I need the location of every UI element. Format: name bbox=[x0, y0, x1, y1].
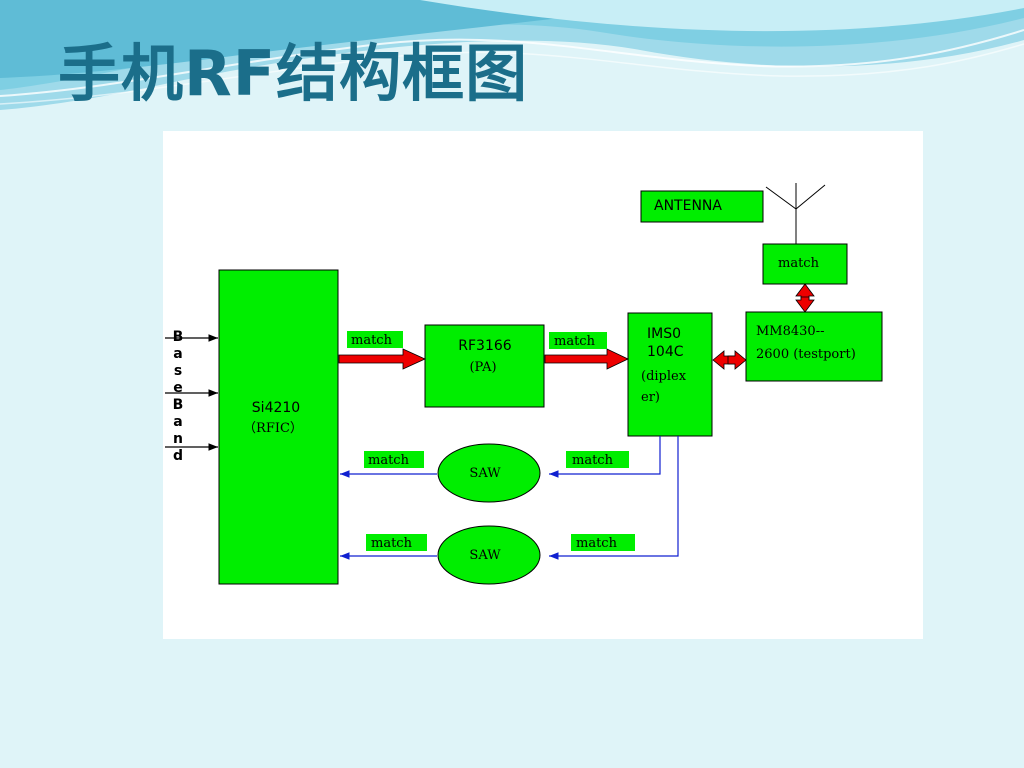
baseband-letter: s bbox=[174, 363, 182, 379]
tx-arrow-rf3166-to-diplexer bbox=[544, 348, 629, 370]
match-label: match bbox=[576, 536, 618, 551]
antenna-label: ANTENNA bbox=[654, 198, 722, 214]
slide-title: 手机RF结构框图 bbox=[58, 37, 529, 110]
saw-filter bbox=[437, 443, 541, 503]
rf3166-sub: (PA) bbox=[469, 360, 496, 375]
baseband-letter: e bbox=[173, 380, 183, 396]
baseband-letter: n bbox=[173, 431, 183, 447]
baseband-letter: a bbox=[173, 414, 182, 430]
rf3166-block: RF3166 (PA) bbox=[424, 324, 545, 408]
rx-path-2: SAW match match bbox=[340, 436, 679, 585]
antenna-icon bbox=[765, 183, 826, 244]
match-label: match bbox=[572, 453, 614, 468]
match-label: match bbox=[351, 333, 393, 348]
diplexer-line-1: IMS0 bbox=[647, 326, 681, 342]
saw-label: SAW bbox=[469, 548, 501, 563]
match-label: match bbox=[368, 453, 410, 468]
antenna-match-label: match bbox=[778, 256, 820, 271]
testport-block: MM8430-- 2600 (testport) bbox=[745, 311, 883, 382]
diagram-panel: B a s e B a n d Si4210 （RFIC） RF3166 (PA… bbox=[163, 131, 923, 639]
red-double-arrow-vertical bbox=[795, 283, 815, 313]
rf-block-diagram: B a s e B a n d Si4210 （RFIC） RF3166 (PA… bbox=[165, 183, 883, 585]
diplexer-line-2: 104C bbox=[647, 344, 684, 360]
saw-filter bbox=[437, 525, 541, 585]
diplexer-block: IMS0 104C (diplex er) bbox=[627, 312, 713, 437]
si4210-sub: （RFIC） bbox=[243, 421, 303, 436]
diplexer-line-4: er) bbox=[641, 390, 660, 405]
antenna-label-box: ANTENNA bbox=[640, 190, 764, 223]
tx-arrow-si4210-to-rf3166 bbox=[338, 348, 426, 370]
red-double-arrow-horizontal bbox=[712, 350, 747, 370]
baseband-letter: B bbox=[173, 329, 184, 345]
rx-path-1: SAW match match bbox=[340, 436, 661, 503]
baseband-letter: d bbox=[173, 448, 183, 464]
baseband-letter: B bbox=[173, 397, 184, 413]
testport-line-2: 2600 (testport) bbox=[756, 347, 856, 362]
match-label: match bbox=[371, 536, 413, 551]
rf3166-name: RF3166 bbox=[458, 338, 512, 354]
match-label: match bbox=[554, 334, 596, 349]
diplexer-line-3: (diplex bbox=[641, 369, 687, 384]
si4210-name: Si4210 bbox=[252, 400, 300, 416]
antenna-match-block: match bbox=[762, 243, 848, 285]
si4210-block: Si4210 （RFIC） bbox=[218, 269, 339, 585]
baseband-label: B a s e B a n d bbox=[173, 329, 184, 464]
saw-label: SAW bbox=[469, 466, 501, 481]
baseband-letter: a bbox=[173, 346, 182, 362]
testport-line-1: MM8430-- bbox=[756, 324, 825, 339]
